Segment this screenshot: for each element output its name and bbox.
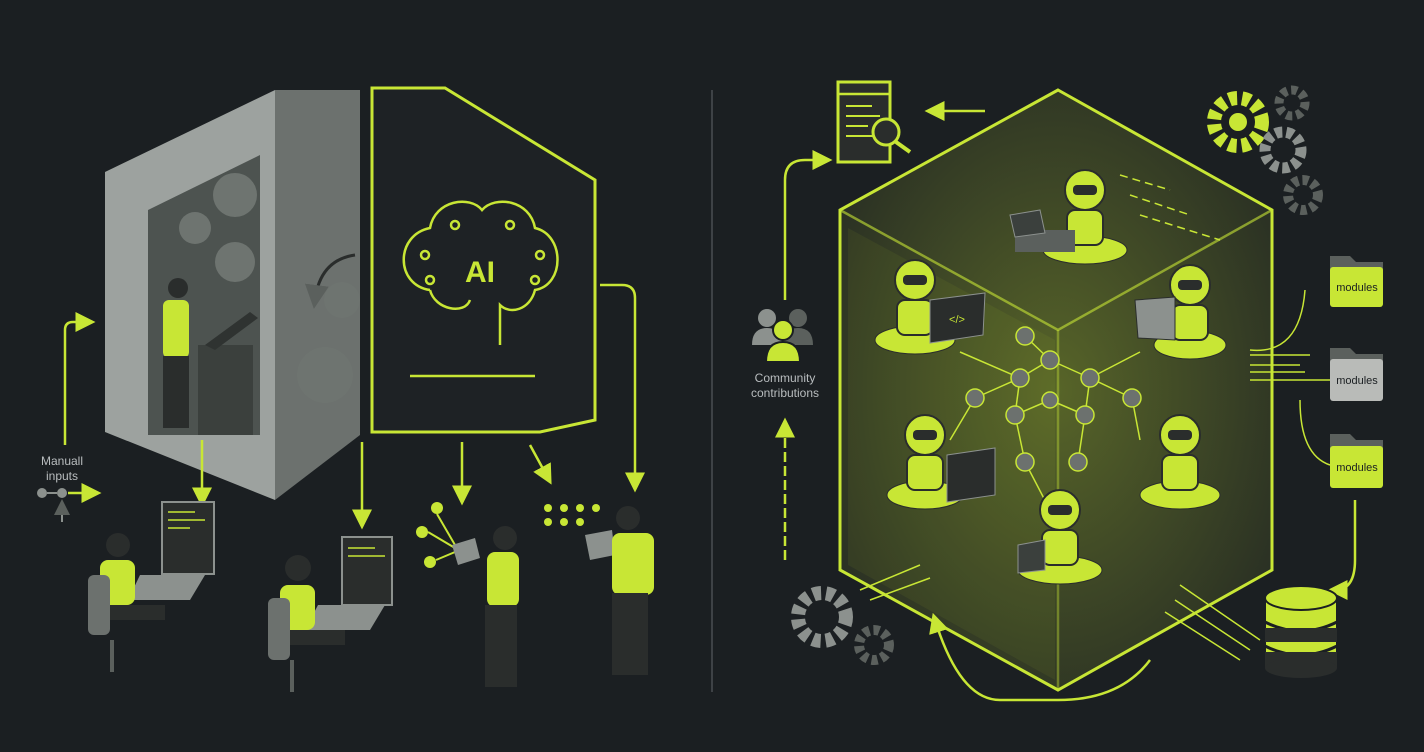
manual-inputs-label: Manuall inputs [40,454,84,483]
community-label-line2: contributions [751,386,819,400]
manual-process-box [105,90,360,500]
worker-with-tablet [416,502,519,687]
ai-panel: AI [370,86,597,434]
robot-agents: </> [874,169,1227,585]
robot-agent [886,414,996,510]
input-nodes-icon [37,483,102,522]
community-label-line1: Community [755,371,816,385]
manual-inputs-label-box: Manuall inputs [40,454,84,483]
modules-label: modules [1336,282,1378,294]
gear-icon [791,85,1323,665]
worker-at-computer-1 [88,501,215,672]
modules-label: modules [1336,375,1378,387]
ai-label: AI [465,256,495,289]
robot-agent: </> [874,259,986,355]
code-glyph: </> [949,314,965,326]
open-source-cube [838,88,1274,692]
gear-icon [179,173,360,403]
brain-icon [402,200,559,345]
network-graph [949,326,1142,511]
community-icon [752,309,813,363]
modules-folder: modules [1330,434,1383,488]
modules-label: modules [1336,462,1378,474]
robot-agent [1139,414,1221,510]
modules-folder: modules [1330,348,1383,401]
worker-with-tablet-2 [544,504,654,675]
database-icon [1264,585,1338,678]
operator-person [163,278,258,435]
robot-agent [1017,489,1103,585]
code-review-icon [836,80,912,164]
robot-agent [1134,264,1227,360]
worker-at-computer-2 [268,536,393,692]
flow-arrows-right [775,150,1357,702]
flow-arrows-left [63,283,645,530]
robot-agent [1009,169,1128,265]
modules-folder: modules [1330,256,1383,307]
